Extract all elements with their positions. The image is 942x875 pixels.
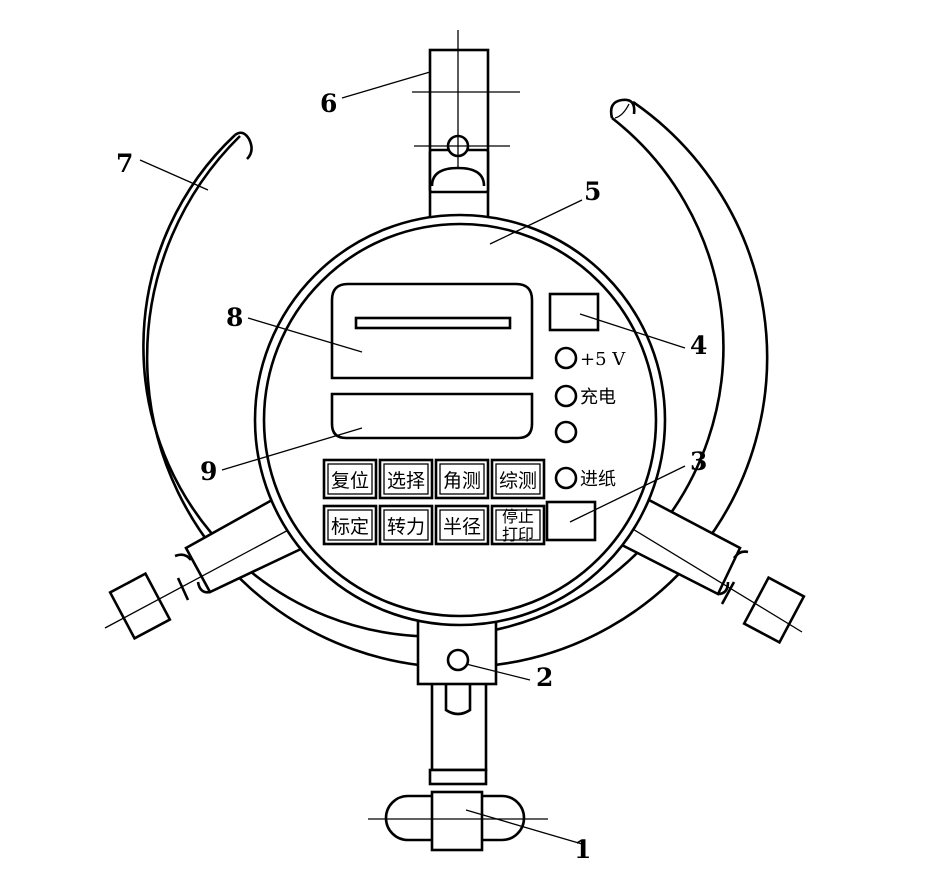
key-torque: 转力 [387, 516, 425, 538]
key-stop-line2: 打印 [502, 525, 534, 544]
callout-8: 8 [226, 303, 243, 332]
led-paper-feed-label: 进纸 [580, 469, 616, 490]
key-select: 选择 [387, 470, 425, 492]
keypad-row-1: 复位 选择 角测 综测 [322, 458, 546, 500]
display-window [330, 392, 534, 440]
callout-7: 7 [116, 149, 133, 178]
callout-3: 3 [690, 447, 707, 476]
led-unlabeled [554, 420, 578, 444]
side-clamp-right [617, 519, 806, 645]
callout-6: 6 [320, 89, 337, 118]
key-comprehensive-measure: 综测 [499, 470, 537, 492]
key-calibrate: 标定 [331, 516, 369, 538]
callout-9: 9 [200, 457, 217, 486]
side-clamp-left [104, 511, 323, 641]
callout-4: 4 [690, 331, 707, 360]
bottom-handle [368, 790, 548, 852]
led-5v [554, 346, 578, 370]
keypad-row-2: 标定 转力 半径 停止 打印 [322, 504, 546, 546]
led-charge-label: 充电 [580, 387, 616, 408]
leader-lines [139, 71, 686, 845]
key-angle-measure: 角测 [443, 470, 481, 492]
callout-5: 5 [584, 177, 601, 206]
key-reset: 复位 [331, 470, 369, 492]
led-5v-label: +5 V [580, 349, 626, 370]
key-radius: 半径 [443, 516, 481, 538]
printer-slot [330, 282, 534, 380]
callout-labels: 1 2 3 4 5 6 7 8 9 [116, 89, 707, 864]
key-stop-line1: 停止 [502, 507, 534, 526]
indicator-window [548, 292, 600, 332]
led-charge [554, 384, 578, 408]
callout-2: 2 [536, 663, 553, 692]
led-indicators: +5 V 充电 进纸 [554, 346, 626, 490]
led-paper-feed [554, 466, 578, 490]
callout-1: 1 [574, 835, 591, 864]
top-bracket [412, 30, 520, 227]
